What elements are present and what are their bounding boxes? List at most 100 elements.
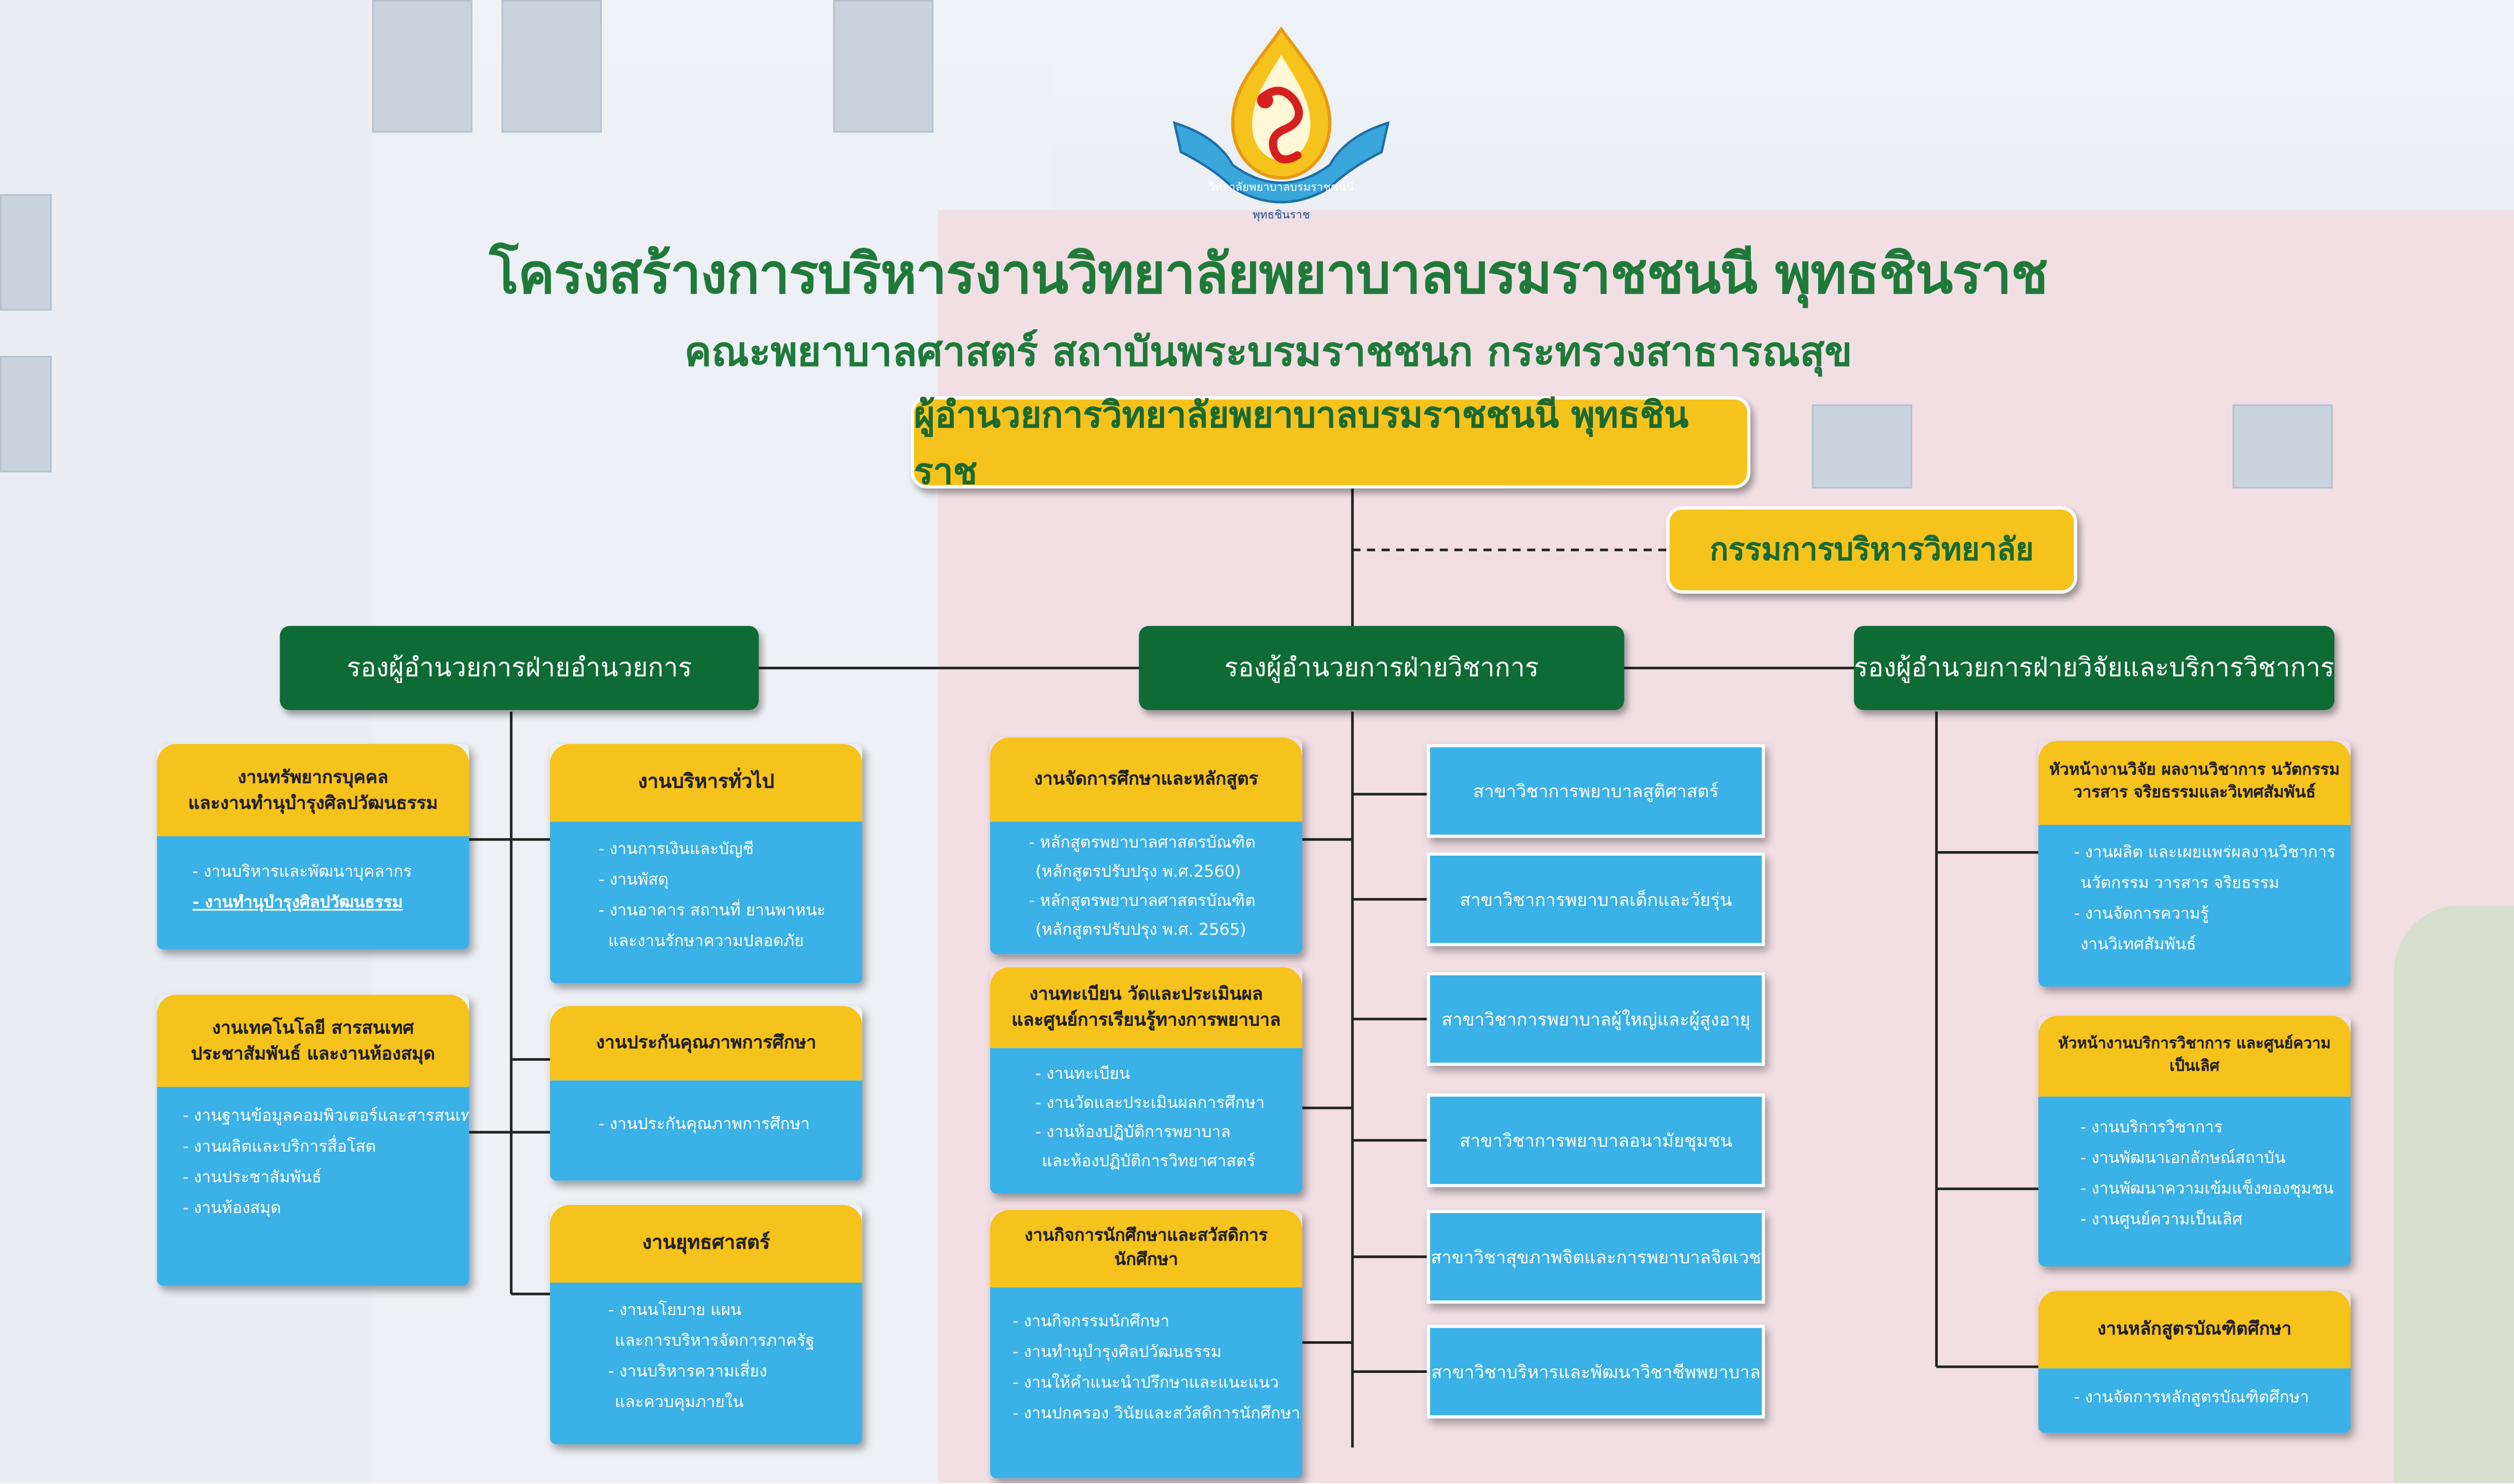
header-line: งานทรัพยากรบุคคล (237, 766, 389, 787)
graduate-program-box: งานหลักสูตรบัณฑิตศึกษา - งานจัดการหลักสู… (2038, 1290, 2351, 1433)
header-line: งานบริหารทั่วไป (638, 770, 774, 793)
background-window (0, 194, 52, 311)
header-line: งานกิจการนักศึกษาและสวัสดิการนักศึกษา (1024, 1226, 1268, 1270)
background-tree (2394, 905, 2514, 1483)
vp-research-box: รองผู้อำนวยการฝ่ายวิจัยและบริการวิชาการ (1854, 626, 2335, 710)
it-box: งานเทคโนโลยี สารสนเทศ ประชาสัมพันธ์ และง… (157, 994, 470, 1286)
header-line: และงานทำนุบำรุงศิลปวัฒนธรรม (188, 791, 438, 813)
box-body: - งานจัดการหลักสูตรบัณฑิตศึกษา (2038, 1368, 2351, 1433)
box-body: - งานฐานข้อมูลคอมพิวเตอร์และสารสนเทศ - ง… (157, 1087, 470, 1286)
branch-community-health-nursing: สาขาวิชาการพยาบาลอนามัยชุมชน (1426, 1093, 1765, 1187)
box-header: หัวหน้างานบริการวิชาการ และศูนย์ความเป็น… (2038, 1015, 2351, 1097)
list-item: - งานการเงินและบัญชี (598, 841, 754, 859)
background-window (372, 0, 473, 133)
committee-box: กรรมการบริหารวิทยาลัย (1666, 506, 2078, 594)
box-header: งานทรัพยากรบุคคล และงานทำนุบำรุงศิลปวัฒน… (157, 744, 470, 837)
list-item: - งานให้คำแนะนำปรึกษาและแนะแนว (1013, 1374, 1279, 1393)
list-item: - หลักสูตรพยาบาลศาสตรบัณฑิต (1029, 893, 1255, 911)
list-item: - งานพัฒนาเอกลักษณ์สถาบัน (2080, 1150, 2286, 1168)
list-item: - งานปกครอง วินัยและสวัสดิการนักศึกษา (1013, 1406, 1301, 1424)
box-body: - งานทะเบียน - งานวัดและประเมินผลการศึกษ… (990, 1048, 1303, 1194)
list-item: นวัตกรรม วารสาร จริยธรรม (2080, 875, 2280, 893)
branch-child-adolescent-nursing: สาขาวิชาการพยาบาลเด็กและวัยรุ่น (1426, 852, 1765, 947)
list-item: - งานประกันคุณภาพการศึกษา (598, 1116, 810, 1134)
list-item: - งานศูนย์ความเป็นเลิศ (2080, 1211, 2243, 1230)
background-window (1812, 404, 1913, 489)
list-item: - งานทะเบียน (1035, 1066, 1130, 1084)
list-item: - งานบริหารความเสี่ยง (608, 1363, 767, 1381)
box-body: - งานบริหารและพัฒนาบุคลากร - งานทำนุบำรุ… (157, 836, 470, 950)
logo-text-2: พุทธชินราช (1252, 208, 1310, 221)
box-header: งานทะเบียน วัดและประเมินผล และศูนย์การเร… (990, 967, 1303, 1048)
box-header: หัวหน้างานวิจัย ผลงานวิชาการ นวัตกรรม วา… (2038, 740, 2351, 825)
box-header: งานเทคโนโลยี สารสนเทศ ประชาสัมพันธ์ และง… (157, 994, 470, 1087)
list-item: และห้องปฏิบัติการวิทยาศาสตร์ (1042, 1153, 1255, 1171)
branch-adult-elderly-nursing: สาขาวิชาการพยาบาลผู้ใหญ่และผู้สูงอายุ (1426, 972, 1765, 1066)
research-box: หัวหน้างานวิจัย ผลงานวิชาการ นวัตกรรม วา… (2038, 740, 2351, 987)
list-item: - งานห้องสมุด (183, 1200, 282, 1218)
hr-box: งานทรัพยากรบุคคล และงานทำนุบำรุงศิลปวัฒน… (157, 744, 470, 950)
list-item: และควบคุมภายใน (614, 1394, 744, 1412)
box-body: - หลักสูตรพยาบาลศาสตรบัณฑิต (หลักสูตรปรั… (990, 821, 1303, 955)
background-window (0, 355, 52, 473)
curriculum-box: งานจัดการศึกษาและหลักสูตร - หลักสูตรพยาบ… (990, 737, 1303, 955)
header-line: งานยุทธศาสตร์ (642, 1231, 770, 1254)
header-line: งานทะเบียน วัดและประเมินผล (1029, 983, 1263, 1005)
vp-academic-box: รองผู้อำนวยการฝ่ายวิชาการ (1139, 626, 1625, 710)
box-body: - งานผลิต และเผยแพร่ผลงานวิชาการ นวัตกรร… (2038, 824, 2351, 987)
quality-assurance-box: งานประกันคุณภาพการศึกษา - งานประกันคุณภา… (550, 1006, 862, 1181)
list-item: งานวิเทศสัมพันธ์ (2080, 936, 2196, 955)
branch-mental-health-nursing: สาขาวิชาสุขภาพจิตและการพยาบาลจิตเวช (1426, 1210, 1765, 1304)
box-body: - งานบริการวิชาการ - งานพัฒนาเอกลักษณ์สถ… (2038, 1096, 2351, 1267)
strategy-box: งานยุทธศาสตร์ - งานนโยบาย แผน และการบริห… (550, 1205, 862, 1445)
box-header: งานกิจการนักศึกษาและสวัสดิการนักศึกษา (990, 1210, 1303, 1288)
list-item: - งานห้องปฏิบัติการพยาบาล (1035, 1124, 1231, 1142)
list-item: - งานนโยบาย แผน (608, 1302, 742, 1320)
list-item: - งานผลิตและบริการสื่อโสต (183, 1139, 376, 1157)
list-item: - งานจัดการความรู้ (2074, 905, 2209, 924)
list-item: - งานผลิต และเผยแพร่ผลงานวิชาการ (2074, 844, 2336, 862)
chart-title: โครงสร้างการบริหารงานวิทยาลัยพยาบาลบรมรา… (489, 242, 2048, 308)
general-admin-box: งานบริหารทั่วไป - งานการเงินและบัญชี - ง… (550, 744, 862, 984)
box-header: งานจัดการศึกษาและหลักสูตร (990, 737, 1303, 822)
header-line: หัวหน้างานวิจัย ผลงานวิชาการ นวัตกรรม (2049, 761, 2340, 779)
box-body: - งานการเงินและบัญชี - งานพัสดุ - งานอาค… (550, 821, 862, 984)
list-item: - งานทำนุบำรุงศิลปวัฒนธรรม (1013, 1344, 1222, 1362)
header-line: งานหลักสูตรบัณฑิตศึกษา (2097, 1318, 2292, 1340)
student-affairs-box: งานกิจการนักศึกษาและสวัสดิการนักศึกษา - … (990, 1210, 1303, 1478)
header-line: ประชาสัมพันธ์ และงานห้องสมุด (191, 1042, 435, 1064)
list-item: - งานพัสดุ (598, 872, 669, 890)
list-item: - งานกิจกรรมนักศึกษา (1013, 1313, 1170, 1332)
list-item: (หลักสูตรปรับปรุง พ.ศ.2560) (1035, 864, 1241, 882)
list-item: และงานรักษาความปลอดภัย (608, 933, 804, 951)
header-line: หัวหน้างานบริการวิชาการ และศูนย์ความเป็น… (2058, 1035, 2331, 1076)
list-item: - งานฐานข้อมูลคอมพิวเตอร์และสารสนเทศ (183, 1107, 470, 1126)
list-item: - งานอาคาร สถานที่ ยานพาหนะ (598, 902, 826, 920)
box-body: - งานนโยบาย แผน และการบริหารจัดการภาครัฐ… (550, 1282, 862, 1445)
college-logo: วิทยาลัยพยาบาลบรมราชชนนี พุทธชินราช (1173, 26, 1390, 221)
header-line: วารสาร จริยธรรมและวิเทศสัมพันธ์ (2073, 784, 2316, 802)
list-item: - งานจัดการหลักสูตรบัณฑิตศึกษา (2074, 1389, 2309, 1408)
list-item: - งานประชาสัมพันธ์ (183, 1169, 322, 1187)
header-line: งานจัดการศึกษาและหลักสูตร (1034, 768, 1259, 790)
list-item: - งานบริหารและพัฒนาบุคลากร (192, 864, 412, 882)
list-item: (หลักสูตรปรับปรุง พ.ศ. 2565) (1035, 921, 1246, 940)
box-body: - งานกิจกรรมนักศึกษา - งานทำนุบำรุงศิลปว… (990, 1287, 1303, 1478)
director-box: ผู้อำนวยการวิทยาลัยพยาบาลบรมราชชนนี พุทธ… (911, 396, 1751, 493)
header-line: และศูนย์การเรียนรู้ทางการพยาบาล (1012, 1009, 1281, 1031)
box-header: งานประกันคุณภาพการศึกษา (550, 1006, 862, 1081)
header-line: งานเทคโนโลยี สารสนเทศ (212, 1016, 414, 1038)
branch-nursing-administration: สาขาวิชาบริหารและพัฒนาวิชาชีพพยาบาล (1426, 1325, 1765, 1419)
list-item: และการบริหารจัดการภาครัฐ (614, 1333, 815, 1351)
list-item: - งานพัฒนาความเข้มแข็งของชุมชน (2080, 1180, 2334, 1199)
branch-obstetric-nursing: สาขาวิชาการพยาบาลสูติศาสตร์ (1426, 744, 1765, 838)
box-header: งานหลักสูตรบัณฑิตศึกษา (2038, 1290, 2351, 1369)
vp-admin-box: รองผู้อำนวยการฝ่ายอำนวยการ (280, 626, 759, 710)
box-header: งานบริหารทั่วไป (550, 744, 862, 822)
list-item: - หลักสูตรพยาบาลศาสตรบัณฑิต (1029, 834, 1255, 853)
header-line: งานประกันคุณภาพการศึกษา (596, 1032, 817, 1053)
academic-service-box: หัวหน้างานบริการวิชาการ และศูนย์ความเป็น… (2038, 1015, 2351, 1267)
box-header: งานยุทธศาสตร์ (550, 1205, 862, 1283)
background-window (833, 0, 934, 133)
